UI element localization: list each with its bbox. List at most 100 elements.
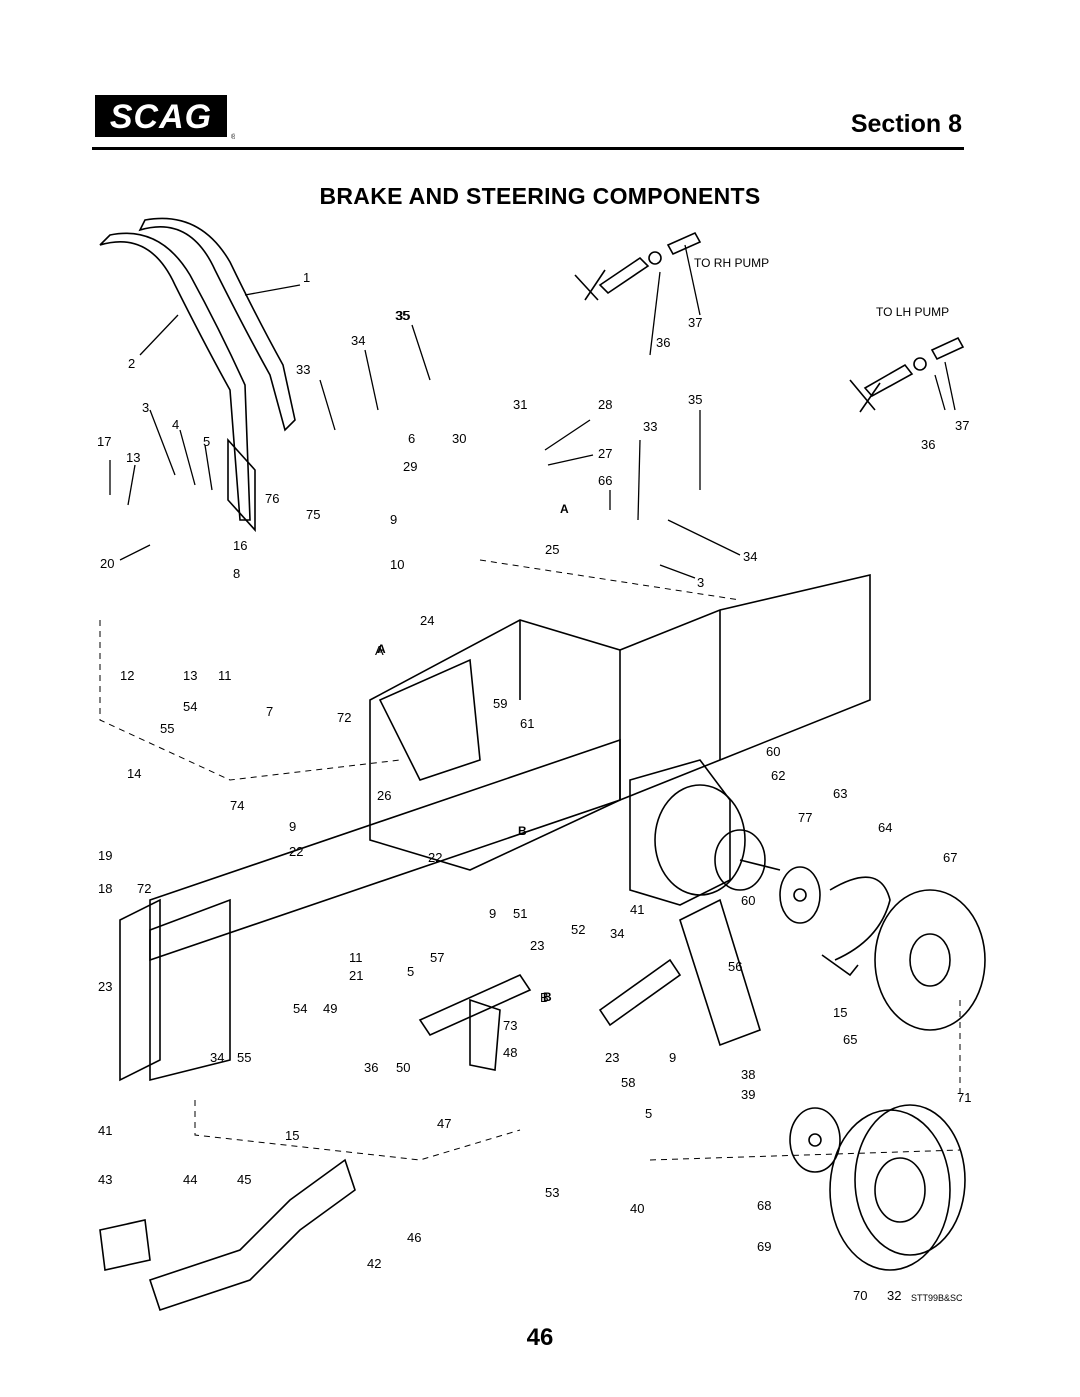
callout: 1	[303, 270, 310, 285]
callout: 45	[237, 1172, 251, 1187]
wheel-flange-drawing	[789, 1107, 841, 1173]
callout: 13	[126, 450, 140, 465]
callout: 34	[743, 549, 757, 564]
callout: 33	[643, 419, 657, 434]
annotations: TO RH PUMP TO LH PUMP STT99B&SC	[694, 256, 963, 1303]
callout: 47	[437, 1116, 451, 1131]
frame-drawing	[119, 573, 871, 1082]
callout: 41	[630, 902, 644, 917]
callout: 30	[452, 431, 466, 446]
callout: 19	[98, 848, 112, 863]
callout: 7	[266, 704, 273, 719]
registered-mark: ®	[231, 133, 235, 141]
view-marker-b: B	[543, 990, 552, 1004]
callout: 58	[621, 1075, 635, 1090]
callout: 66	[598, 473, 612, 488]
callout: 32	[887, 1288, 901, 1303]
callout: 34	[351, 333, 365, 348]
hub-drawing	[779, 866, 821, 924]
callout: 31	[513, 397, 527, 412]
drawing-code: STT99B&SC	[911, 1293, 963, 1303]
callout: 62	[771, 768, 785, 783]
callout: B	[540, 990, 549, 1005]
callout: 11	[218, 668, 232, 683]
callout: 65	[843, 1032, 857, 1047]
callout: 9	[669, 1050, 676, 1065]
to-rh-pump-label: TO RH PUMP	[694, 256, 769, 270]
callout: 53	[545, 1185, 559, 1200]
callout: 64	[878, 820, 892, 835]
callout: 63	[833, 786, 847, 801]
callout: 52	[571, 922, 585, 937]
callout: 22	[428, 850, 442, 865]
tire-drawing	[829, 1104, 966, 1271]
callout: 3	[697, 575, 704, 590]
callout: 27	[598, 446, 612, 461]
callout: 55	[237, 1050, 251, 1065]
view-marker-b: B	[518, 824, 527, 838]
callout: 51	[513, 906, 527, 921]
callout: 36	[921, 437, 935, 452]
callout: 36	[656, 335, 670, 350]
callout: 9	[390, 512, 397, 527]
callout: 38	[741, 1067, 755, 1082]
callout: 37	[688, 315, 702, 330]
section-label: Section 8	[850, 110, 962, 138]
callout: 72	[337, 710, 351, 725]
callout: 39	[741, 1087, 755, 1102]
callout: 17	[97, 434, 111, 449]
callout: 33	[296, 362, 310, 377]
callout: 13	[183, 668, 197, 683]
callout: 5	[407, 964, 414, 979]
callout: 18	[98, 881, 112, 896]
callout: 9	[289, 819, 296, 834]
callout: 21	[349, 968, 363, 983]
callout: 74	[230, 798, 244, 813]
lh-pump-rod-drawing	[849, 336, 965, 413]
callout: 48	[503, 1045, 517, 1060]
callout: 76	[265, 491, 279, 506]
brake-band-drawing	[821, 876, 891, 977]
scag-logo: SCAG ®	[95, 95, 237, 143]
callout: 15	[833, 1005, 847, 1020]
callout: 6	[408, 431, 415, 446]
callout: 2	[128, 356, 135, 371]
callout: 68	[757, 1198, 771, 1213]
callout: 73	[503, 1018, 517, 1033]
brake-drum-drawing	[874, 889, 986, 1031]
callout: 36	[364, 1060, 378, 1075]
logo-text: SCAG	[110, 98, 212, 136]
callout: 14	[127, 766, 141, 781]
callout: 49	[323, 1001, 337, 1016]
view-marker-a: A	[377, 642, 386, 656]
callout: 25	[545, 542, 559, 557]
steering-handle-drawing	[99, 217, 296, 533]
wheel-motor-drawing	[629, 759, 781, 906]
callout: 56	[728, 959, 742, 974]
brake-pedal-drawing	[99, 1158, 356, 1312]
callout: 37	[955, 418, 969, 433]
callout: 43	[98, 1172, 112, 1187]
callout: 55	[160, 721, 174, 736]
callout: 10	[390, 557, 404, 572]
callout: 26	[377, 788, 391, 803]
callout: A	[375, 643, 384, 658]
callout: 77	[798, 810, 812, 825]
callout: 28	[598, 397, 612, 412]
callout: 5	[645, 1106, 652, 1121]
callout: 34	[610, 926, 624, 941]
callout: 24	[420, 613, 434, 628]
callout: 72	[137, 881, 151, 896]
callout: 35	[396, 308, 410, 323]
page-number: 46	[526, 1324, 554, 1351]
callout: 23	[98, 979, 112, 994]
callout: 54	[183, 699, 197, 714]
page-title: BRAKE AND STEERING COMPONENTS	[319, 183, 761, 209]
callout: 20	[100, 556, 114, 571]
callout: 59	[493, 696, 507, 711]
callout: 75	[306, 507, 320, 522]
to-lh-pump-label: TO LH PUMP	[876, 305, 949, 319]
callout: 50	[396, 1060, 410, 1075]
callout: 41	[98, 1123, 112, 1138]
